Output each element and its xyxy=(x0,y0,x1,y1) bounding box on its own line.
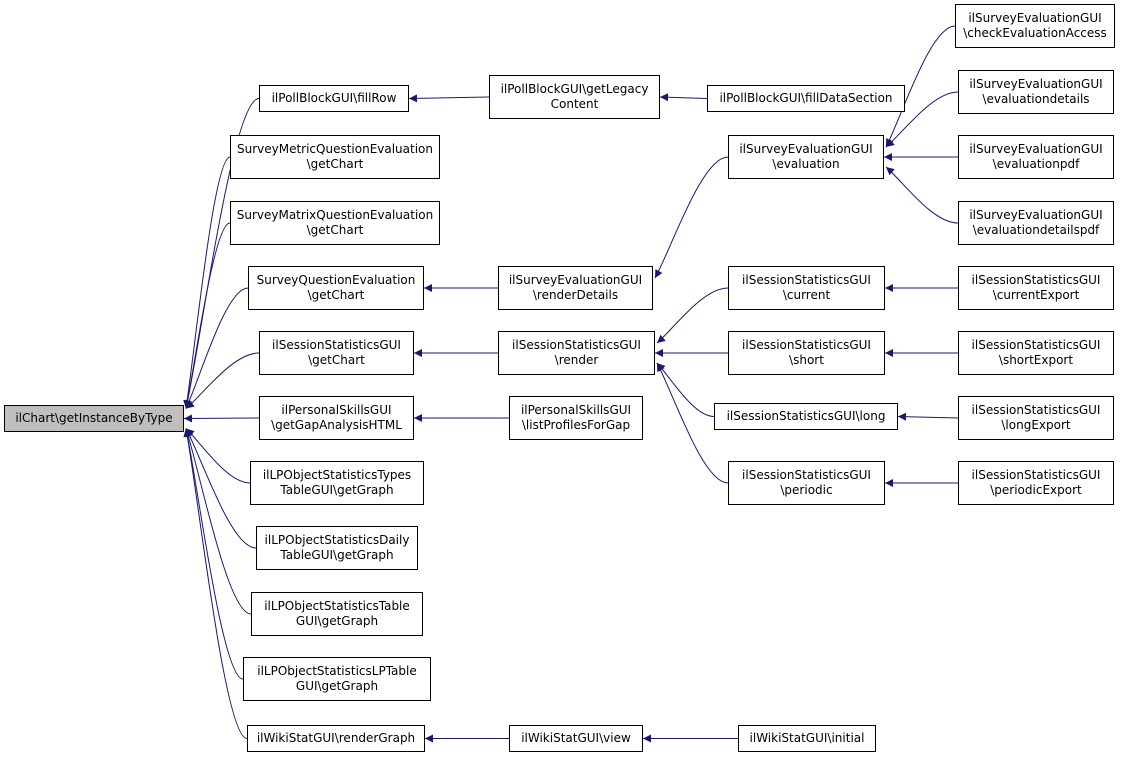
node-wiki-initial[interactable]: ilWikiStatGUI\initial xyxy=(738,725,876,752)
edge-lp-types-to-root xyxy=(185,428,251,484)
node-wiki-render[interactable]: ilWikiStatGUI\renderGraph xyxy=(247,725,425,752)
node-psg-list[interactable]: ilPersonalSkillsGUI \listProfilesForGap xyxy=(509,396,643,440)
edge-wiki-render-to-root xyxy=(183,428,248,739)
node-seg-details[interactable]: ilSurveyEvaluationGUI \evaluationdetails xyxy=(958,70,1114,114)
edge-ssg-current-to-ssg-render xyxy=(656,287,729,344)
node-matrix[interactable]: SurveyMatrixQuestionEvaluation \getChart xyxy=(230,201,440,245)
node-seg-pdf[interactable]: ilSurveyEvaluationGUI \evaluationpdf xyxy=(958,135,1114,179)
node-seg-access[interactable]: ilSurveyEvaluationGUI \checkEvaluationAc… xyxy=(955,4,1115,48)
edge-poll-legacy-to-poll-fillrow xyxy=(408,94,490,103)
node-lp-lptable[interactable]: ilLPObjectStatisticsLPTable GUI\getGraph xyxy=(243,657,431,701)
node-wiki-view[interactable]: ilWikiStatGUI\view xyxy=(509,725,643,752)
edge-seg-eval-to-seg-render xyxy=(654,156,729,279)
edge-seg-access-to-seg-eval xyxy=(885,25,956,148)
edge-matrix-to-root xyxy=(183,222,231,409)
node-ssg-short[interactable]: ilSessionStatisticsGUI \short xyxy=(728,331,885,375)
node-poll-legacy[interactable]: ilPollBlockGUI\getLegacy Content xyxy=(489,75,660,119)
node-seg-detailspdf[interactable]: ilSurveyEvaluationGUI \evaluationdetails… xyxy=(958,201,1114,245)
edge-ssg-longexp-to-ssg-long xyxy=(897,412,959,421)
node-seg-render[interactable]: ilSurveyEvaluationGUI \renderDetails xyxy=(498,266,653,310)
node-sqe[interactable]: SurveyQuestionEvaluation \getChart xyxy=(248,266,424,310)
edge-sqe-to-root xyxy=(185,287,249,409)
node-poll-fillrow[interactable]: ilPollBlockGUI\fillRow xyxy=(259,85,409,112)
edge-poll-filldata-to-poll-legacy xyxy=(659,93,708,102)
node-lp-table[interactable]: ilLPObjectStatisticsTable GUI\getGraph xyxy=(251,592,423,636)
node-lp-types[interactable]: ilLPObjectStatisticsTypes TableGUI\getGr… xyxy=(250,461,424,505)
edge-lp-lptable-to-root xyxy=(183,428,244,680)
edge-lp-table-to-root xyxy=(184,428,252,615)
node-ssg-longexp[interactable]: ilSessionStatisticsGUI \longExport xyxy=(958,396,1114,440)
node-ssg-getchart[interactable]: ilSessionStatisticsGUI \getChart xyxy=(259,331,414,375)
node-ssg-periodic[interactable]: ilSessionStatisticsGUI \periodic xyxy=(728,461,885,505)
node-metric[interactable]: SurveyMetricQuestionEvaluation \getChart xyxy=(230,135,440,179)
edge-seg-details-to-seg-eval xyxy=(885,91,959,148)
node-ssg-periodicexp[interactable]: ilSessionStatisticsGUI \periodicExport xyxy=(958,461,1114,505)
node-lp-daily[interactable]: ilLPObjectStatisticsDaily TableGUI\getGr… xyxy=(256,526,418,570)
edge-lp-daily-to-root xyxy=(185,428,257,549)
edge-metric-to-root xyxy=(183,156,231,409)
edge-ssg-getchart-to-root xyxy=(185,352,260,409)
edge-psg-gap-to-root xyxy=(183,414,260,423)
node-ssg-render[interactable]: ilSessionStatisticsGUI \render xyxy=(498,331,655,375)
node-ssg-currentexp[interactable]: ilSessionStatisticsGUI \currentExport xyxy=(958,266,1114,310)
node-ssg-shortexp[interactable]: ilSessionStatisticsGUI \shortExport xyxy=(958,331,1114,375)
edge-ssg-long-to-ssg-render xyxy=(656,362,715,417)
edge-ssg-periodic-to-ssg-render xyxy=(656,362,729,484)
node-root[interactable]: ilChart\getInstanceByType xyxy=(4,405,184,432)
node-poll-filldata[interactable]: ilPollBlockGUI\fillDataSection xyxy=(707,85,905,112)
node-ssg-current[interactable]: ilSessionStatisticsGUI \current xyxy=(728,266,885,310)
node-psg-gap[interactable]: ilPersonalSkillsGUI \getGapAnalysisHTML xyxy=(259,396,414,440)
edge-seg-detailspdf-to-seg-eval xyxy=(885,166,959,224)
node-ssg-long[interactable]: ilSessionStatisticsGUI\long xyxy=(714,403,898,430)
node-seg-eval[interactable]: ilSurveyEvaluationGUI \evaluation xyxy=(728,135,884,179)
